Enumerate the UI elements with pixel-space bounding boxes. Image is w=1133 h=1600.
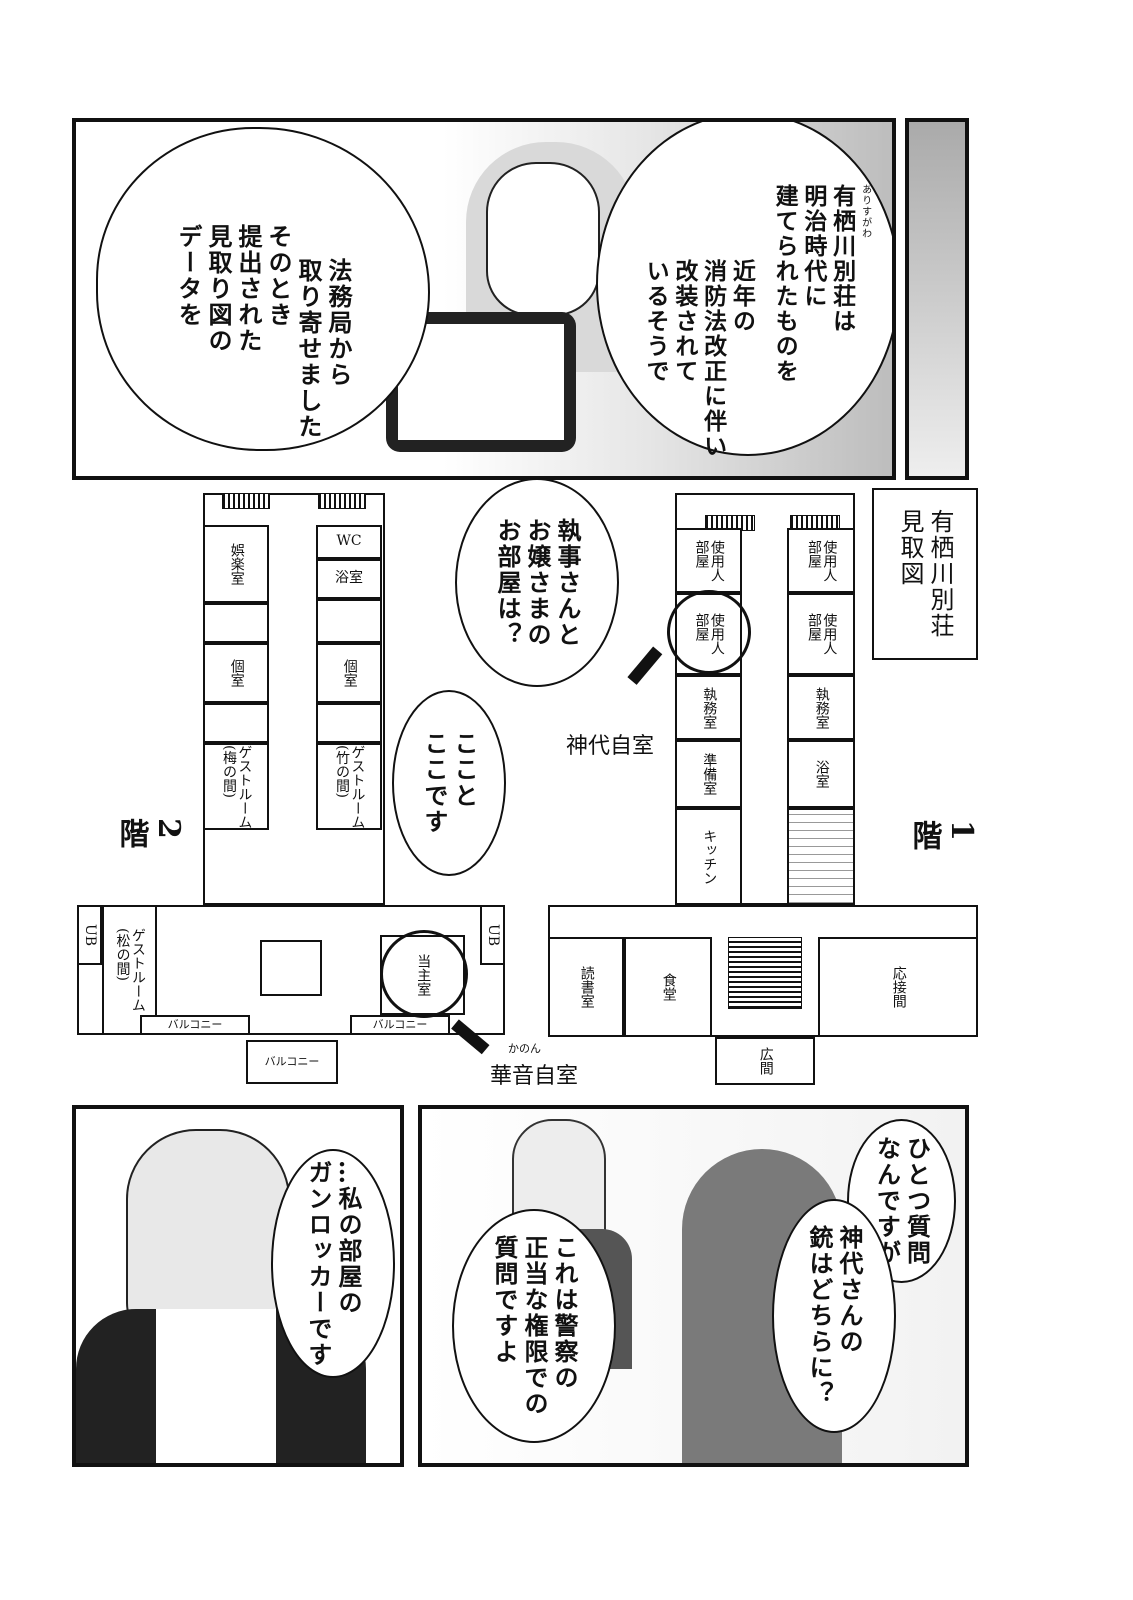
room-servant: 使用人 部屋 bbox=[787, 528, 855, 593]
room-ub-left: UB bbox=[77, 905, 102, 965]
panel-top: そのとき 提出された 見取り図の データを 法務局から 取り寄せました 近年の … bbox=[72, 118, 896, 480]
room-guest-matsu: ゲストルーム (松の間) bbox=[102, 905, 157, 1035]
room-prep: 準備室 bbox=[675, 740, 742, 808]
room-label: キッチン bbox=[701, 828, 718, 885]
callout-kanon-ruby: かのん bbox=[508, 1042, 541, 1055]
room-label: 浴室 bbox=[813, 760, 830, 788]
room-label: ゲストルーム (梅の間) bbox=[221, 744, 253, 829]
bubble-text: ひとつ質問 なんですが bbox=[872, 1136, 932, 1266]
room-servant: 使用人 部屋 bbox=[787, 593, 855, 675]
room-bath: 浴室 bbox=[787, 740, 855, 808]
room-label: 使用人 部屋 bbox=[693, 539, 725, 582]
room-label: バルコニー bbox=[264, 1054, 320, 1068]
room-label: 広間 bbox=[757, 1047, 774, 1075]
room-label: 読書室 bbox=[578, 966, 595, 1008]
panel-side bbox=[905, 118, 969, 480]
speech-bubble-question-b: 神代さんの 銃はどちらに？ bbox=[772, 1199, 896, 1433]
callout-kamishiro-room: 神代自室 bbox=[566, 734, 655, 759]
restroom-tiles bbox=[787, 808, 855, 905]
room-kitchen: キッチン bbox=[675, 808, 742, 905]
room-koshitsu: 個室 bbox=[316, 643, 382, 703]
room-label: ゲストルーム (竹の間) bbox=[334, 744, 366, 829]
highlight-circle-toushu bbox=[380, 930, 468, 1018]
room bbox=[316, 599, 382, 643]
map-title-box: 有栖川別荘 見取図 bbox=[872, 488, 978, 660]
room bbox=[203, 703, 269, 743]
room bbox=[203, 603, 269, 643]
room-dining: 食堂 bbox=[624, 937, 712, 1037]
room-label: 娯楽室 bbox=[228, 543, 245, 585]
speech-bubble-question: 執事さんと お嬢さまの お部屋は？ bbox=[455, 478, 619, 687]
room-label: 浴室 bbox=[335, 570, 363, 587]
stairs bbox=[318, 493, 366, 509]
room-label: 執務室 bbox=[813, 686, 830, 729]
stairs bbox=[222, 493, 270, 509]
highlight-circle-kamishiro bbox=[667, 590, 751, 674]
bubble-text: 有栖川別荘は 明治時代に 建てられたものを bbox=[771, 184, 856, 384]
room-bath: 浴室 bbox=[316, 559, 382, 599]
balcony-left: バルコニー bbox=[140, 1015, 250, 1035]
room-label: ゲストルーム (松の間) bbox=[114, 928, 146, 1012]
room-koshitsu: 個室 bbox=[203, 643, 269, 703]
floor2-label: 2 階 bbox=[113, 818, 187, 850]
room-label: 食堂 bbox=[660, 973, 677, 1001]
balcony-right: バルコニー bbox=[350, 1015, 450, 1035]
bubble-text: ここと ここです bbox=[420, 731, 479, 835]
room-label: 準備室 bbox=[701, 753, 718, 795]
balcony-center: バルコニー bbox=[246, 1040, 338, 1084]
bubble-text: 神代さんの 銃はどちらに？ bbox=[805, 1225, 864, 1407]
room-hall: 広間 bbox=[715, 1037, 815, 1085]
panel-bottom-left: …私の部屋の ガンロッカーです bbox=[72, 1105, 404, 1467]
room-label: 使用人 部屋 bbox=[806, 613, 838, 655]
callout-kanon-room: 華音自室 bbox=[490, 1064, 579, 1089]
map-title: 有栖川別荘 見取図 bbox=[896, 509, 954, 639]
room-office: 執務室 bbox=[787, 675, 855, 740]
bubble-text: 法務局から 取り寄せました bbox=[294, 258, 353, 440]
room-guest-take: ゲストルーム (竹の間) bbox=[316, 743, 382, 830]
bubble-text: …私の部屋の ガンロッカーです bbox=[304, 1159, 363, 1368]
bubble-text: これは警察の 正当な権限での 質問ですよ bbox=[490, 1235, 579, 1417]
room-wc: WC bbox=[316, 525, 382, 559]
room-library: 読書室 bbox=[548, 937, 624, 1037]
room-label: UB bbox=[82, 923, 99, 947]
speech-bubble-butler: …私の部屋の ガンロッカーです bbox=[271, 1149, 395, 1378]
room-label: バルコニー bbox=[167, 1017, 223, 1031]
bubble-text: そのとき 提出された 見取り図の データを bbox=[174, 224, 293, 354]
speech-bubble-answer: ここと ここです bbox=[392, 690, 506, 876]
room-label: 使用人 部屋 bbox=[806, 539, 838, 582]
bubble-text: 近年の 消防法改正に伴い 改装されて いるそうで bbox=[642, 259, 756, 459]
room-label: バルコニー bbox=[372, 1017, 428, 1031]
floor1-label: 1 階 bbox=[906, 820, 980, 852]
room-guest-ume: ゲストルーム (梅の間) bbox=[203, 743, 269, 830]
room-label: 応接間 bbox=[890, 966, 907, 1008]
tablet-screen-floorplan bbox=[398, 324, 564, 440]
bubble-text: 執事さんと お嬢さまの お部屋は？ bbox=[493, 517, 582, 648]
room-office: 執務室 bbox=[675, 675, 742, 740]
panel-bottom-right: ひとつ質問 なんですが 神代さんの 銃はどちらに？ これは警察の 正当な権限での… bbox=[418, 1105, 969, 1467]
room-label: 個室 bbox=[341, 659, 358, 687]
detective-face bbox=[486, 162, 600, 316]
butler-shirt bbox=[156, 1309, 276, 1463]
room-label: WC bbox=[336, 533, 362, 550]
room-ub-right: UB bbox=[480, 905, 505, 965]
room-reception: 応接間 bbox=[818, 937, 978, 1037]
room-label: 個室 bbox=[228, 659, 245, 687]
arrow-kamishiro bbox=[627, 646, 663, 685]
room-label: UB bbox=[485, 923, 502, 947]
room-servant: 使用人 部屋 bbox=[675, 528, 742, 593]
speech-bubble-left: そのとき 提出された 見取り図の データを 法務局から 取り寄せました bbox=[96, 127, 430, 451]
grand-staircase bbox=[728, 937, 802, 1009]
room-goraku: 娯楽室 bbox=[203, 525, 269, 603]
speech-bubble-right: 近年の 消防法改正に伴い 改装されて いるそうで 有栖川別荘は 明治時代に 建て… bbox=[596, 122, 892, 459]
bubble-text-group: 有栖川別荘は 明治時代に 建てられたものを ありすがわ bbox=[769, 184, 871, 384]
speech-bubble-police: これは警察の 正当な権限での 質問ですよ bbox=[452, 1209, 616, 1443]
room-label: 執務室 bbox=[701, 686, 718, 729]
ruby-arisugawa: ありすがわ bbox=[859, 184, 871, 239]
stair-landing bbox=[260, 940, 322, 996]
room bbox=[316, 703, 382, 743]
